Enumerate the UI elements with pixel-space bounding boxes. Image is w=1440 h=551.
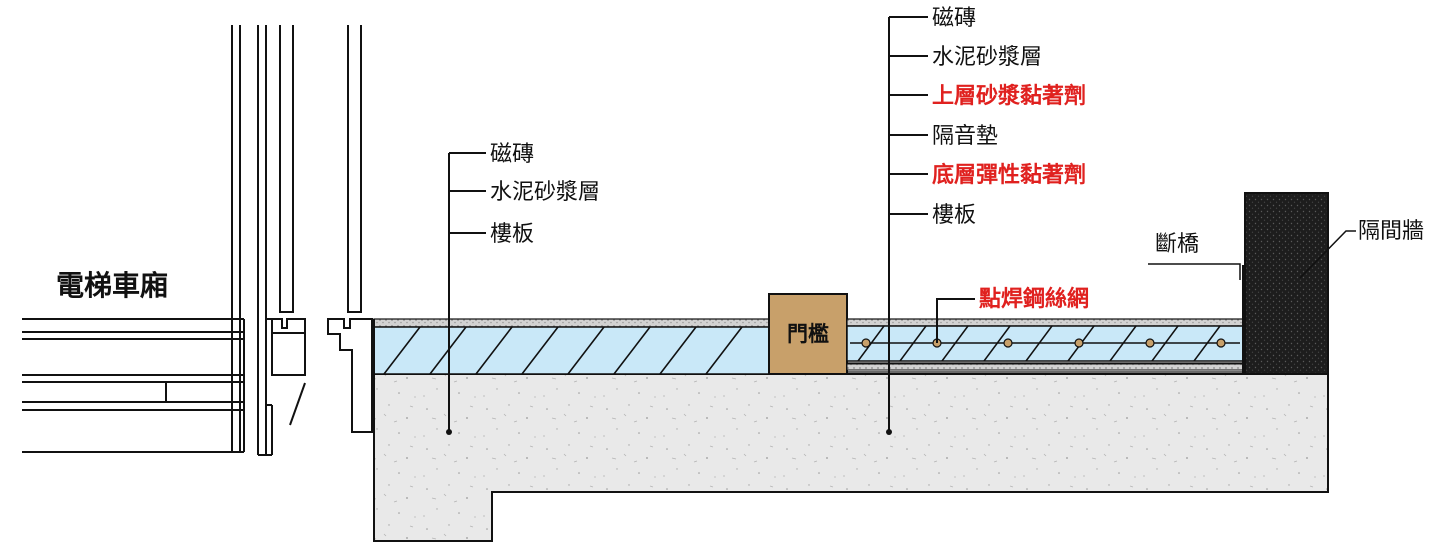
upper-adhesive-label: 上層砂漿黏著劑 <box>932 83 1086 109</box>
left-slab-label: 樓板 <box>490 222 534 247</box>
elevator-car-structure <box>22 25 375 541</box>
door-sill <box>768 293 848 375</box>
left-leader <box>446 152 486 435</box>
concrete-slab <box>373 373 1329 542</box>
door-sill-label: 門檻 <box>787 322 829 346</box>
thermal-break-leader <box>1148 263 1241 280</box>
welded-mesh-leader <box>936 298 975 343</box>
right-mortar-label: 水泥砂漿層 <box>932 45 1042 70</box>
left-tile-layer <box>373 318 771 328</box>
lower-adhesive-label: 底層彈性黏著劑 <box>932 162 1086 188</box>
left-tile-label: 磁磚 <box>490 142 534 167</box>
welded-mesh-label: 點焊鋼絲網 <box>979 286 1089 312</box>
welded-mesh-dots <box>861 338 1226 348</box>
sound-pad-label: 隔音墊 <box>932 124 998 149</box>
right-leader <box>886 16 928 435</box>
left-mortar-label: 水泥砂漿層 <box>490 180 600 205</box>
partition-wall-label: 隔間牆 <box>1358 219 1424 244</box>
thermal-break-label: 斷橋 <box>1155 232 1199 257</box>
left-mortar-layer <box>373 326 771 375</box>
partition-wall <box>1244 192 1329 375</box>
left-mortar-hatch <box>383 326 743 375</box>
elevator-car-label: 電梯車廂 <box>56 269 168 302</box>
partition-wall-leader <box>1299 230 1356 279</box>
right-slab-label: 樓板 <box>932 203 976 228</box>
right-tile-label: 磁磚 <box>932 6 976 31</box>
sound-pad-layer <box>846 363 1244 371</box>
right-tile-layer <box>846 318 1244 327</box>
